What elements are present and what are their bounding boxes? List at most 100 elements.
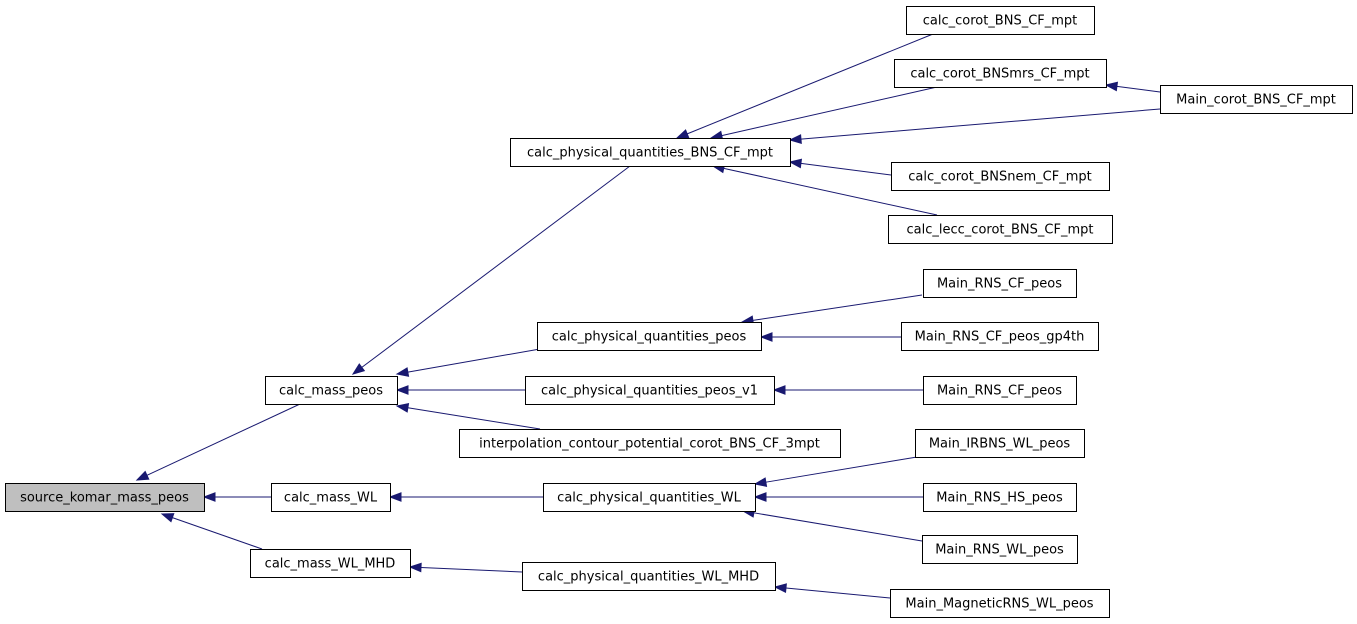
- arrowhead-icon: [788, 134, 802, 144]
- edge-line: [172, 517, 263, 550]
- node-box[interactable]: [543, 483, 756, 512]
- arrowhead-icon: [753, 477, 768, 487]
- edge-n1-n0: [135, 403, 301, 481]
- graph-node-n11[interactable]: calc_corot_BNSmrs_CF_mpt: [894, 59, 1107, 88]
- arrowhead-icon: [788, 158, 803, 169]
- arrowhead-icon: [135, 470, 150, 481]
- arrowhead-icon: [1104, 81, 1119, 92]
- node-label: calc_mass_WL_MHD: [265, 557, 396, 572]
- edge-line: [146, 403, 301, 476]
- node-label: calc_corot_BNS_CF_mpt: [923, 14, 1078, 29]
- edge-line: [753, 512, 923, 542]
- graph-node-n20[interactable]: Main_RNS_WL_peos: [922, 535, 1078, 564]
- node-box[interactable]: [1160, 85, 1353, 114]
- graph-node-n21[interactable]: Main_MagneticRNS_WL_peos: [890, 589, 1110, 618]
- arrowhead-icon: [753, 492, 767, 502]
- node-box[interactable]: [915, 429, 1085, 458]
- edge-n7-n1: [395, 402, 541, 430]
- node-label: calc_physical_quantities_peos: [552, 330, 747, 345]
- node-box[interactable]: [5, 483, 205, 512]
- graph-node-n15[interactable]: Main_RNS_CF_peos: [923, 269, 1077, 298]
- edge-n20-n8: [741, 508, 923, 542]
- node-label: calc_corot_BNSnem_CF_mpt: [908, 170, 1091, 185]
- node-box[interactable]: [923, 483, 1077, 512]
- edge-n6-n1: [395, 385, 525, 395]
- edge-n12-n4: [788, 158, 892, 176]
- node-box[interactable]: [510, 138, 791, 167]
- arrowhead-icon: [408, 562, 422, 573]
- edge-line: [361, 165, 631, 368]
- graph-node-n2[interactable]: calc_mass_WL: [271, 483, 391, 512]
- edge-line: [420, 566, 523, 573]
- node-label: calc_physical_quantities_WL: [557, 491, 741, 506]
- node-box[interactable]: [265, 376, 398, 405]
- graph-node-n12[interactable]: calc_corot_BNSnem_CF_mpt: [891, 162, 1110, 191]
- node-box[interactable]: [901, 322, 1099, 351]
- node-box[interactable]: [894, 59, 1107, 88]
- arrowhead-icon: [395, 367, 410, 377]
- node-label: Main_MagneticRNS_WL_peos: [905, 597, 1093, 612]
- edge-n16-n5: [759, 332, 901, 342]
- graph-node-n4[interactable]: calc_physical_quantities_BNS_CF_mpt: [510, 138, 791, 167]
- node-box[interactable]: [888, 215, 1113, 244]
- arrowhead-icon: [351, 363, 366, 375]
- edge-n19-n8: [753, 492, 923, 502]
- graph-edges: [135, 33, 1161, 599]
- node-box[interactable]: [525, 376, 775, 405]
- edge-n8-n2: [388, 492, 543, 502]
- edge-n17-n6: [772, 385, 923, 395]
- edge-n2-n0: [202, 492, 271, 502]
- graph-node-n14[interactable]: Main_corot_BNS_CF_mpt: [1160, 85, 1353, 114]
- graph-node-n3[interactable]: calc_mass_WL_MHD: [250, 549, 411, 578]
- node-box[interactable]: [250, 549, 411, 578]
- edge-line: [407, 407, 541, 430]
- node-box[interactable]: [271, 483, 391, 512]
- edge-n3-n0: [160, 513, 263, 550]
- graph-node-n5[interactable]: calc_physical_quantities_peos: [537, 322, 762, 351]
- node-box[interactable]: [537, 322, 762, 351]
- edge-n10-n4: [675, 33, 934, 139]
- graph-node-n6[interactable]: calc_physical_quantities_peos_v1: [525, 376, 775, 405]
- edge-n5-n1: [395, 348, 541, 377]
- graph-node-n9[interactable]: calc_physical_quantities_WL_MHD: [522, 562, 776, 591]
- graph-node-n19[interactable]: Main_RNS_HS_peos: [923, 483, 1077, 512]
- node-label: Main_IRBNS_WL_peos: [929, 437, 1071, 452]
- graph-node-n13[interactable]: calc_lecc_corot_BNS_CF_mpt: [888, 215, 1113, 244]
- node-label: calc_corot_BNSmrs_CF_mpt: [910, 67, 1089, 82]
- graph-node-n10[interactable]: calc_corot_BNS_CF_mpt: [906, 6, 1095, 35]
- node-box[interactable]: [923, 376, 1077, 405]
- graph-node-n17[interactable]: Main_RNS_CF_peos: [923, 376, 1077, 405]
- node-box[interactable]: [459, 429, 841, 458]
- arrowhead-icon: [773, 583, 787, 593]
- node-box[interactable]: [906, 6, 1095, 35]
- node-label: source_komar_mass_peos: [20, 491, 189, 506]
- edge-n15-n5: [740, 294, 923, 326]
- node-box[interactable]: [522, 562, 776, 591]
- graph-node-n16[interactable]: Main_RNS_CF_peos_gp4th: [901, 322, 1099, 351]
- edge-n14-n4: [788, 108, 1161, 144]
- edge-line: [723, 167, 938, 216]
- graph-node-n0[interactable]: source_komar_mass_peos: [5, 483, 205, 512]
- arrowhead-icon: [388, 492, 402, 502]
- graph-node-n1[interactable]: calc_mass_peos: [265, 376, 398, 405]
- graph-node-n18[interactable]: Main_IRBNS_WL_peos: [915, 429, 1085, 458]
- node-label: Main_RNS_CF_peos: [937, 277, 1062, 292]
- node-box[interactable]: [890, 589, 1110, 618]
- edge-n9-n3: [408, 562, 523, 573]
- edge-line: [687, 33, 934, 135]
- graph-nodes: source_komar_mass_peoscalc_mass_peoscalc…: [5, 6, 1353, 618]
- arrowhead-icon: [759, 332, 773, 342]
- arrowhead-icon: [675, 129, 690, 139]
- node-label: calc_mass_peos: [279, 384, 383, 399]
- edge-n18-n8: [753, 456, 918, 487]
- graph-node-n7[interactable]: interpolation_contour_potential_corot_BN…: [459, 429, 841, 458]
- arrowhead-icon: [395, 402, 410, 413]
- graph-node-n8[interactable]: calc_physical_quantities_WL: [543, 483, 756, 512]
- node-box[interactable]: [891, 162, 1110, 191]
- edge-line: [765, 456, 918, 483]
- edge-n21-n9: [773, 583, 891, 599]
- node-label: calc_physical_quantities_BNS_CF_mpt: [527, 146, 773, 161]
- node-box[interactable]: [923, 269, 1077, 298]
- node-box[interactable]: [922, 535, 1078, 564]
